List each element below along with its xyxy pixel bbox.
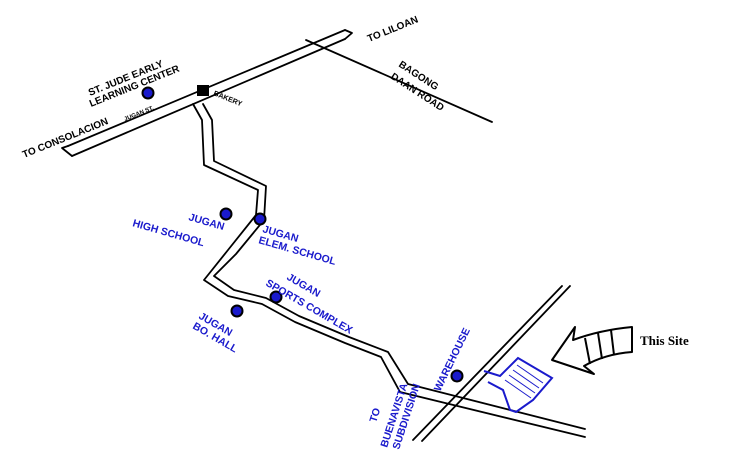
buenavista-road: [412, 285, 571, 442]
bakery-label: BAKERY: [212, 89, 243, 109]
st-jude-marker: [141, 86, 155, 100]
this-site-label: This Site: [640, 333, 689, 348]
warehouse-marker: [450, 369, 464, 383]
bakery-icon: [197, 85, 209, 96]
to-buenavista-line1: TO: [367, 407, 383, 424]
site-parcel: [483, 356, 554, 414]
elem-school-marker: [253, 212, 267, 226]
site-arrow-icon: [551, 326, 633, 375]
high-school-marker: [219, 207, 233, 221]
to-liloan-label: TO LILOAN: [366, 14, 420, 44]
jugan-street: [192, 103, 586, 438]
bo-hall-marker: [230, 304, 244, 318]
jugan-st-label: JUGAN ST.: [124, 105, 156, 122]
sports-complex-marker: [269, 290, 283, 304]
to-consolacion-label: TO CONSOLACION: [21, 116, 110, 160]
bagong-daan-road: [305, 39, 493, 123]
